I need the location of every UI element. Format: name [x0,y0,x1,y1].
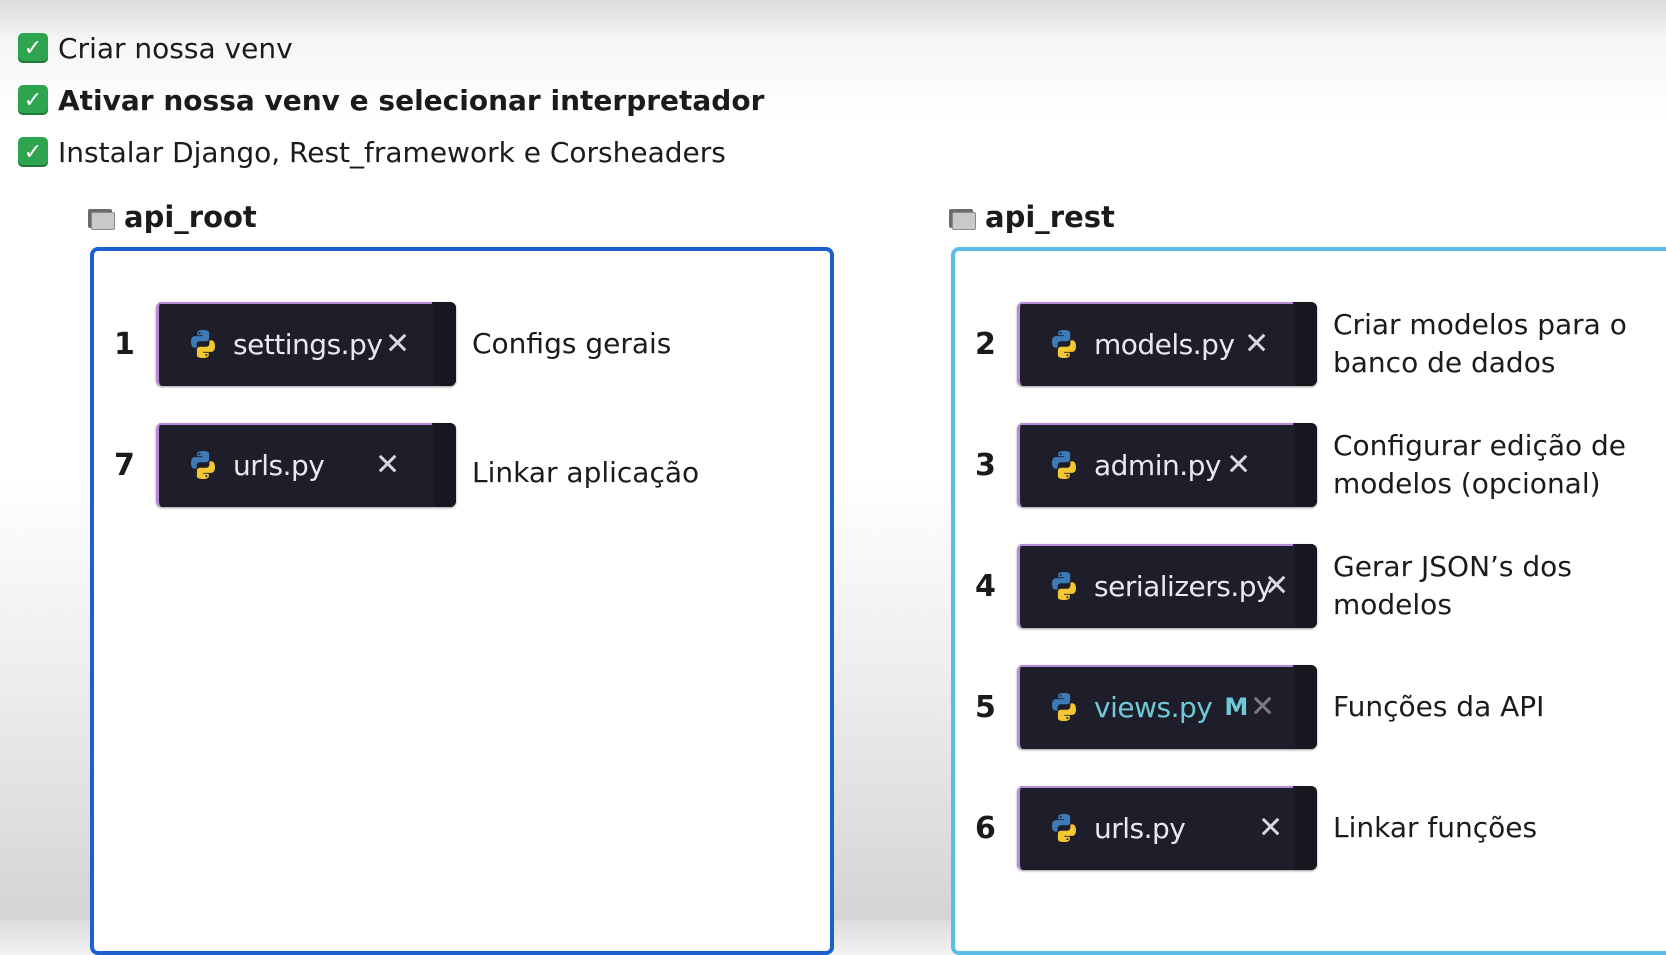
file-name: models.py [1094,327,1235,361]
file-description: Gerar JSON’s dos modelos [1333,550,1572,621]
python-icon [1052,693,1076,721]
file-name: views.py [1094,690,1213,724]
python-icon [1052,572,1076,600]
file-tab-urls[interactable]: urls.py ✕ [156,423,456,507]
checklist-item: ✓ Ativar nossa venv e selecionar interpr… [18,74,764,126]
file-row: 4 serializers.py ✕ Gerar JSON’s dos mode… [975,544,1653,628]
python-icon [191,451,215,479]
python-icon [1052,330,1076,358]
file-tab-models[interactable]: models.py ✕ [1017,302,1317,386]
close-icon[interactable]: ✕ [1250,689,1276,725]
file-name: admin.py [1094,448,1221,482]
check-icon: ✓ [18,85,48,115]
folder-icon [88,206,115,230]
file-row: 1 settings.py ✕ Configs gerais [114,302,792,386]
checklist: ✓ Criar nossa venv ✓ Ativar nossa venv e… [18,22,764,178]
step-number: 3 [975,447,996,483]
file-row: 5 views.py M ✕ Funções da API [975,665,1653,749]
check-icon: ✓ [18,137,48,167]
close-icon[interactable]: ✕ [375,447,401,483]
checklist-item: ✓ Criar nossa venv [18,22,764,74]
file-row: 2 models.py ✕ Criar modelos para o banco… [975,302,1653,386]
file-description: Configurar edição de modelos (opcional) [1333,429,1627,500]
close-icon[interactable]: ✕ [1258,810,1284,846]
checklist-item-label: Criar nossa venv [58,31,293,65]
file-description: Linkar aplicação [472,456,700,489]
file-name: serializers.py [1094,569,1273,603]
file-tab-views[interactable]: views.py M ✕ [1017,665,1317,749]
file-name: urls.py [1094,811,1186,845]
file-description: Funções da API [1333,690,1545,723]
file-tab-admin[interactable]: admin.py ✕ [1017,423,1317,507]
file-row: 3 admin.py ✕ Configurar edição de modelo… [975,423,1653,507]
step-number: 1 [114,326,135,362]
python-icon [1052,814,1076,842]
file-tab-settings[interactable]: settings.py ✕ [156,302,456,386]
file-description: Criar modelos para o banco de dados [1333,308,1627,379]
close-icon[interactable]: ✕ [385,326,411,362]
file-name: settings.py [233,327,383,361]
python-icon [1052,451,1076,479]
step-number: 2 [975,326,996,362]
check-icon: ✓ [18,33,48,63]
file-row: 7 urls.py ✕ Linkar aplicação [114,423,792,507]
close-icon[interactable]: ✕ [1264,568,1290,604]
file-tab-serializers[interactable]: serializers.py ✕ [1017,544,1317,628]
folder-icon [949,206,976,230]
close-icon[interactable]: ✕ [1244,326,1270,362]
api-root-title: api_root [124,200,257,234]
step-number: 4 [975,568,996,604]
file-row: 6 urls.py ✕ Linkar funções [975,786,1653,870]
step-number: 5 [975,689,996,725]
file-description: Configs gerais [472,327,672,360]
file-tab-urls[interactable]: urls.py ✕ [1017,786,1317,870]
api-rest-title: api_rest [985,200,1115,234]
close-icon[interactable]: ✕ [1226,447,1252,483]
api-rest-heading: api_rest [949,200,1115,234]
checklist-item-label: Ativar nossa venv e selecionar interpret… [58,83,765,117]
step-number: 7 [114,447,135,483]
step-number: 6 [975,810,996,846]
modified-badge: M [1224,693,1249,721]
checklist-item-label: Instalar Django, Rest_framework e Corshe… [58,135,726,169]
checklist-item: ✓ Instalar Django, Rest_framework e Cors… [18,126,764,178]
file-description: Linkar funções [1333,811,1538,844]
python-icon [191,330,215,358]
file-name: urls.py [233,448,325,482]
api-root-heading: api_root [88,200,257,234]
